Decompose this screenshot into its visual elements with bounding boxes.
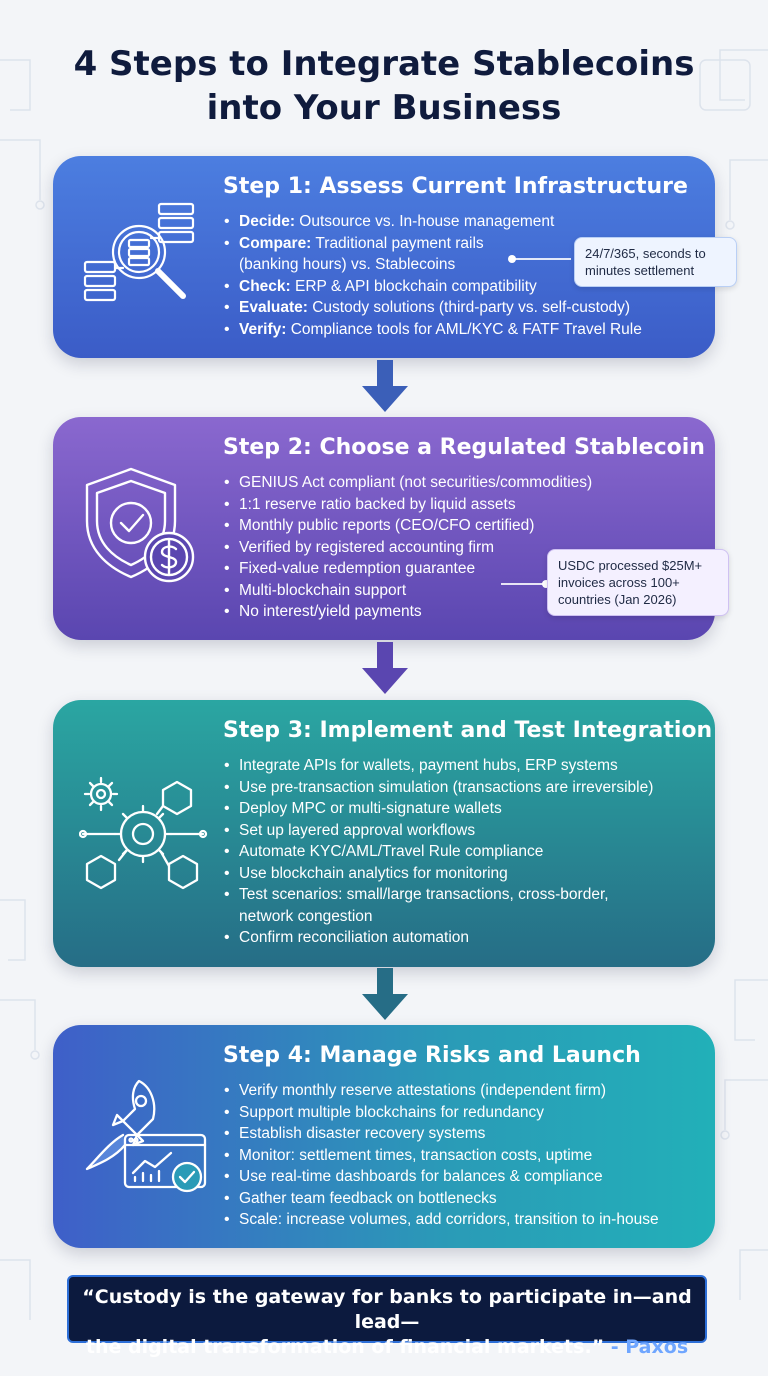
arrow-down-icon [360, 642, 410, 696]
arrow-down-icon [360, 360, 410, 414]
step-2-list: GENIUS Act compliant (not securities/com… [223, 472, 592, 623]
list-item: Scale: increase volumes, add corridors, … [223, 1209, 659, 1231]
list-item: Monthly public reports (CEO/CFO certifie… [223, 515, 592, 537]
list-item: Test scenarios: small/large transactions… [223, 884, 653, 906]
arrow-down-icon [360, 968, 410, 1022]
magnifier-server-icon [79, 198, 209, 318]
list-item: Confirm reconciliation automation [223, 927, 653, 949]
list-item: Decide: Outsource vs. In-house managemen… [223, 211, 642, 233]
list-item: Establish disaster recovery systems [223, 1123, 659, 1145]
title-line-2: into Your Business [206, 88, 562, 128]
list-item: Use pre-transaction simulation (transact… [223, 777, 653, 799]
list-item: Automate KYC/AML/Travel Rule compliance [223, 841, 653, 863]
list-item: Monitor: settlement times, transaction c… [223, 1145, 659, 1167]
list-item: No interest/yield payments [223, 601, 592, 623]
step-3-title: Step 3: Implement and Test Integration [223, 718, 713, 743]
list-item: Verified by registered accounting firm [223, 537, 592, 559]
list-item: Set up layered approval workflows [223, 820, 653, 842]
list-item: (banking hours) vs. Stablecoins [239, 256, 456, 273]
title-line-1: 4 Steps to Integrate Stablecoins [73, 44, 695, 84]
list-item: network congestion [239, 907, 373, 925]
step-1-callout: 24/7/365, seconds to minutes settlement [574, 237, 737, 287]
list-item: Verify monthly reserve attestations (ind… [223, 1080, 659, 1102]
list-item: Compare: Traditional payment rails [223, 233, 642, 255]
callout-connector [501, 580, 550, 588]
step-2-title: Step 2: Choose a Regulated Stablecoin [223, 435, 705, 460]
list-item: Deploy MPC or multi-signature wallets [223, 798, 653, 820]
step-2-callout: USDC processed $25M+ invoices across 100… [547, 549, 729, 616]
list-item: Check: ERP & API blockchain compatibilit… [223, 276, 642, 298]
list-item: Use real-time dashboards for balances & … [223, 1166, 659, 1188]
gears-network-icon [79, 770, 209, 900]
list-item: Evaluate: Custody solutions (third-party… [223, 297, 642, 319]
list-item: Integrate APIs for wallets, payment hubs… [223, 755, 653, 777]
step-3-list: Integrate APIs for wallets, payment hubs… [223, 755, 653, 949]
list-item: 1:1 reserve ratio backed by liquid asset… [223, 494, 592, 516]
quote-author: - Paxos [604, 1336, 689, 1358]
list-item: Fixed-value redemption guarantee [223, 558, 592, 580]
quote-line-1: “Custody is the gateway for banks to par… [82, 1286, 692, 1333]
step-4-title: Step 4: Manage Risks and Launch [223, 1043, 641, 1068]
rocket-dashboard-icon [79, 1073, 219, 1203]
callout-connector [508, 255, 571, 263]
page-title: 4 Steps to Integrate Stablecoins into Yo… [0, 42, 768, 130]
shield-dollar-icon [79, 461, 209, 591]
step-4-list: Verify monthly reserve attestations (ind… [223, 1080, 659, 1231]
list-item: Use blockchain analytics for monitoring [223, 863, 653, 885]
quote-banner: “Custody is the gateway for banks to par… [67, 1275, 707, 1358]
list-item: Support multiple blockchains for redunda… [223, 1102, 659, 1124]
step-4-card: Step 4: Manage Risks and Launch Verify m… [53, 1025, 715, 1248]
list-item: Multi-blockchain support [223, 580, 592, 602]
step-1-card: Step 1: Assess Current Infrastructure De… [53, 156, 715, 358]
step-1-list: Decide: Outsource vs. In-house managemen… [223, 211, 642, 340]
list-item: Gather team feedback on bottlenecks [223, 1188, 659, 1210]
quote-line-2: the digital transformation of financial … [85, 1336, 689, 1358]
step-3-card: Step 3: Implement and Test Integration I… [53, 700, 715, 967]
list-item: GENIUS Act compliant (not securities/com… [223, 472, 592, 494]
list-item: Verify: Compliance tools for AML/KYC & F… [223, 319, 642, 341]
step-1-title: Step 1: Assess Current Infrastructure [223, 174, 688, 199]
